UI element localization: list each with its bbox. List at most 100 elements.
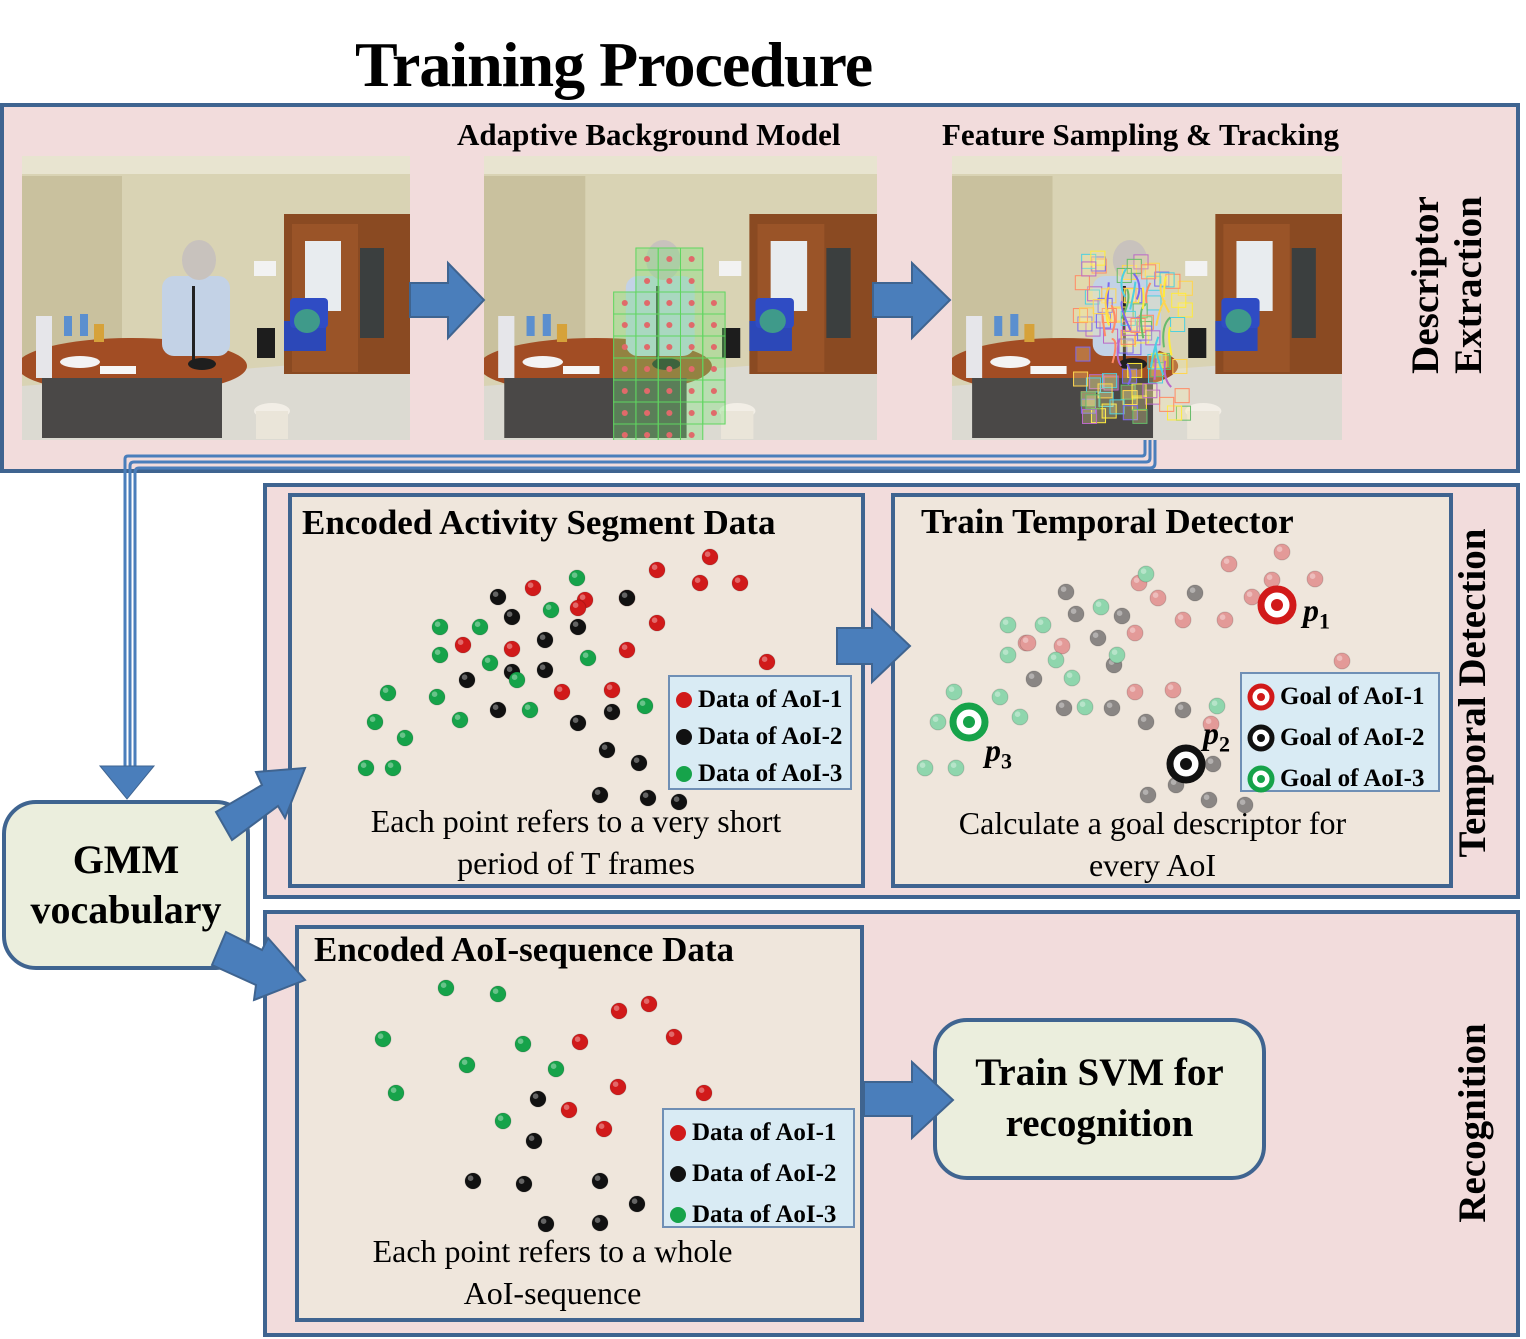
telephone xyxy=(652,358,681,370)
feature-trajectory xyxy=(1141,287,1145,310)
napkins xyxy=(100,366,136,374)
sample-point xyxy=(666,366,673,372)
data-point-aoi3 xyxy=(568,569,586,587)
tracked-feature-box xyxy=(1170,317,1186,333)
green-dot-icon xyxy=(670,1206,686,1223)
sample-point xyxy=(688,432,695,438)
point-highlight xyxy=(556,686,563,692)
black-dot-icon xyxy=(676,728,692,745)
red-target-icon xyxy=(1247,683,1275,710)
point-highlight xyxy=(651,617,658,623)
bottle xyxy=(64,316,72,336)
legend-label: Data of AoI-1 xyxy=(698,685,843,713)
hallway xyxy=(1291,248,1316,338)
data-point-aoi1 xyxy=(758,653,776,671)
ceiling xyxy=(952,156,1342,174)
feature-trajectory xyxy=(1149,336,1160,368)
data-point-aoi1 xyxy=(1216,611,1234,629)
point-highlight xyxy=(1002,649,1009,655)
feature-trajectory xyxy=(1162,316,1171,348)
ceiling xyxy=(484,156,877,174)
data-point-aoi2 xyxy=(1025,670,1043,688)
sample-point xyxy=(710,388,717,394)
point-highlight xyxy=(1205,718,1212,724)
data-point-aoi2 xyxy=(1139,786,1157,804)
point-highlight xyxy=(1219,614,1226,620)
sample-point xyxy=(644,344,651,350)
data-point-aoi1 xyxy=(618,641,636,659)
point-highlight xyxy=(1002,619,1009,625)
point-highlight xyxy=(545,604,552,610)
data-point-aoi3 xyxy=(1047,651,1065,669)
data-point-aoi2 xyxy=(529,1090,547,1108)
point-highlight xyxy=(434,621,441,627)
data-point-aoi1 xyxy=(640,995,658,1013)
sample-point xyxy=(644,322,651,328)
point-highlight xyxy=(612,1081,619,1087)
data-point-aoi1 xyxy=(648,614,666,632)
sample-point xyxy=(688,366,695,372)
tracked-feature-box xyxy=(1075,346,1091,362)
data-point-aoi1 xyxy=(1202,715,1220,733)
tracked-feature-box xyxy=(1171,292,1187,308)
point-highlight xyxy=(454,714,461,720)
sample-point xyxy=(621,300,628,306)
legend-item-goal-aoi2: Goal of AoI-2 xyxy=(1246,717,1434,758)
point-highlight xyxy=(1140,568,1147,574)
point-highlight xyxy=(1058,702,1065,708)
point-highlight xyxy=(621,592,628,598)
data-point-aoi2 xyxy=(603,703,621,721)
legend-label: Data of AoI-2 xyxy=(698,722,843,750)
snack-box xyxy=(556,324,568,342)
caption-line2: period of T frames xyxy=(457,845,695,882)
point-highlight xyxy=(1014,711,1021,717)
legend-item-aoi1: Data of AoI-1 xyxy=(674,679,846,720)
feature-trajectory xyxy=(1120,300,1132,331)
point-highlight xyxy=(1152,592,1159,598)
photo-background-model xyxy=(484,156,877,440)
feature-trajectory xyxy=(1120,268,1127,298)
green-target-icon xyxy=(1247,765,1275,792)
goal-label-p1: p1 xyxy=(1303,592,1330,634)
point-highlight xyxy=(594,1175,601,1181)
data-point-aoi1 xyxy=(503,640,521,658)
sample-point xyxy=(688,278,695,284)
legend-item-aoi1: Data of AoI-1 xyxy=(668,1112,849,1153)
tracked-feature-box xyxy=(1146,275,1162,291)
point-highlight xyxy=(1142,789,1149,795)
data-point-aoi2 xyxy=(489,588,507,606)
sample-point xyxy=(666,300,673,306)
data-point-aoi1 xyxy=(1126,683,1144,701)
sample-point xyxy=(621,388,628,394)
point-highlight xyxy=(518,1178,525,1184)
point-highlight xyxy=(594,1217,601,1223)
sample-point xyxy=(621,432,628,438)
legend-item-aoi2: Data of AoI-2 xyxy=(668,1153,849,1194)
snack-box xyxy=(1024,324,1035,342)
hallway xyxy=(826,248,851,338)
goal-label-letter: p xyxy=(1203,715,1219,751)
bottle xyxy=(542,314,551,336)
data-point-aoi2 xyxy=(1103,699,1121,717)
desk-base xyxy=(504,378,687,438)
point-highlight xyxy=(539,664,546,670)
data-point-aoi1 xyxy=(1333,652,1351,670)
legend-label: Data of AoI-3 xyxy=(692,1200,837,1228)
data-point-aoi3 xyxy=(1011,708,1029,726)
feature-trajectory xyxy=(1111,337,1117,364)
sample-point xyxy=(666,278,673,284)
wall-sign xyxy=(1185,261,1208,276)
data-point-aoi3 xyxy=(636,697,654,715)
data-point-aoi3 xyxy=(428,688,446,706)
point-highlight xyxy=(497,1115,504,1121)
gmm-box-line2: vocabulary xyxy=(30,887,222,932)
point-highlight xyxy=(1336,655,1343,661)
panel-title-aoi-sequence: Encoded AoI-sequence Data xyxy=(314,930,735,969)
arrow-image1-to-image2 xyxy=(409,260,486,341)
data-point-aoi3 xyxy=(916,759,934,777)
sample-point xyxy=(688,388,695,394)
goal-markers xyxy=(949,585,1297,784)
point-highlight xyxy=(621,644,628,650)
data-point-aoi3 xyxy=(991,688,1009,706)
point-highlight xyxy=(631,1198,638,1204)
